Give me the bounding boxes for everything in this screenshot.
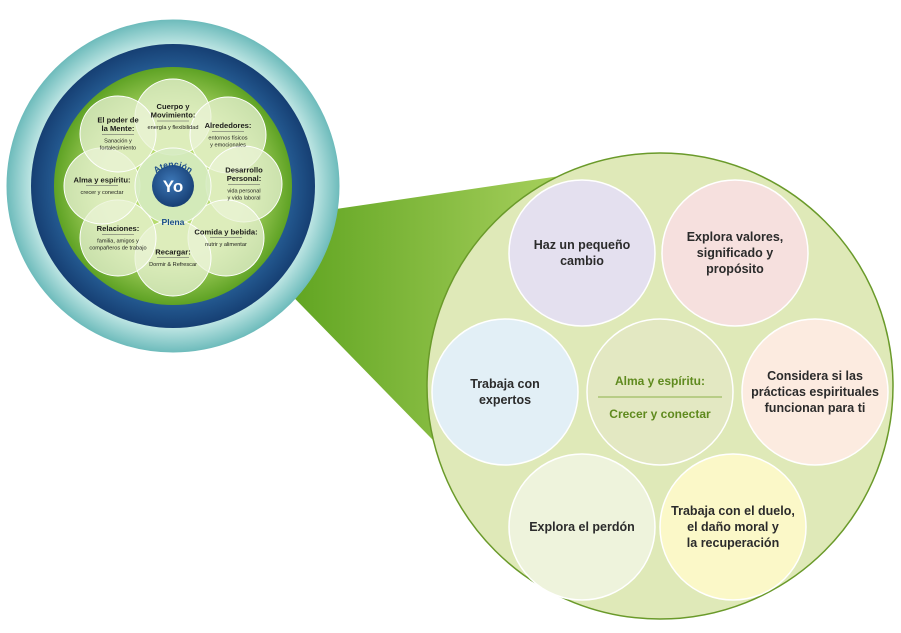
zoom-circle-group: Haz un pequeño cambio Explora valores, sign… (431, 179, 889, 601)
petal-title: Relaciones: (97, 224, 140, 233)
zoom-option-circle (508, 179, 656, 327)
zoom-option-text: funcionan para ti (765, 401, 866, 415)
zoom-option-circle (431, 318, 579, 466)
zoom-option-text: cambio (560, 254, 604, 268)
petal-subtitle: familia, amigos y (97, 238, 139, 244)
petal-circle (79, 95, 157, 173)
petal-subtitle: energía y flexibilidad (148, 125, 199, 131)
petal-title: Alrededores: (205, 121, 252, 130)
zoom-option-text: Explora el perdón (529, 520, 635, 534)
zoom-option-circle (508, 453, 656, 601)
petal-subtitle: entornos físicos (208, 135, 247, 141)
zoom-option-text: Considera si las (767, 369, 863, 383)
zoom-option-text: el daño moral y (687, 520, 779, 534)
petal: Recargar: Dormir & Refrescar (149, 247, 197, 268)
zoom-option-text: expertos (479, 393, 531, 407)
zoom-option-text: propósito (706, 262, 764, 276)
zoom-option-circle (659, 453, 807, 601)
petal-title: la Mente: (102, 124, 135, 133)
yo-label: Yo (163, 177, 183, 196)
zoom-option-text: Trabaja con el duelo, (671, 504, 795, 518)
petal-subtitle: y vida laboral (228, 196, 261, 202)
zoom-option-text: Explora valores, (687, 230, 784, 244)
zoom-center-subtitle: Crecer y conectar (609, 407, 711, 421)
zoom-option-circle (741, 318, 889, 466)
petal-title: Recargar: (155, 247, 190, 256)
petal-title: Alma y espíritu: (74, 175, 131, 184)
petal-title: Cuerpo y (157, 102, 191, 111)
zoom-option-text: prácticas espirituales (751, 385, 879, 399)
zoom-center-circle (586, 318, 734, 466)
plena-label: Plena (162, 217, 185, 227)
petal-subtitle: y emocionales (210, 142, 246, 148)
petal-subtitle: Dormir & Refrescar (149, 262, 197, 268)
zoom-option-text: significado y (697, 246, 773, 260)
zoom-option-text: la recuperación (687, 536, 779, 550)
zoom-option-text: Haz un pequeño (534, 238, 631, 252)
petal-title: Desarrollo (225, 166, 263, 175)
zoom-option-circle (661, 179, 809, 327)
petal-title: Comida y bebida: (194, 227, 257, 236)
petal-subtitle: vida personal (227, 189, 260, 195)
petal-title: Personal: (227, 174, 262, 183)
petal-subtitle: Sanación y (104, 139, 132, 145)
petal: Alma y espíritu: crecer y conectar (74, 175, 131, 196)
petal-subtitle: compañeros de trabajo (89, 245, 146, 251)
zoom-center-title: Alma y espíritu: (615, 374, 705, 388)
zoom-option-text: Trabaja con (470, 377, 539, 391)
petal-subtitle: nutrir y alimentar (205, 242, 247, 248)
petal-subtitle: crecer y conectar (81, 190, 124, 196)
yo-circle (152, 165, 194, 207)
petal-title: El poder de (97, 116, 138, 125)
petal: Comida y bebida: nutrir y alimentar (194, 227, 257, 248)
petal-subtitle: fortalecimiento (100, 146, 136, 152)
petal-title: Movimiento: (151, 111, 196, 120)
